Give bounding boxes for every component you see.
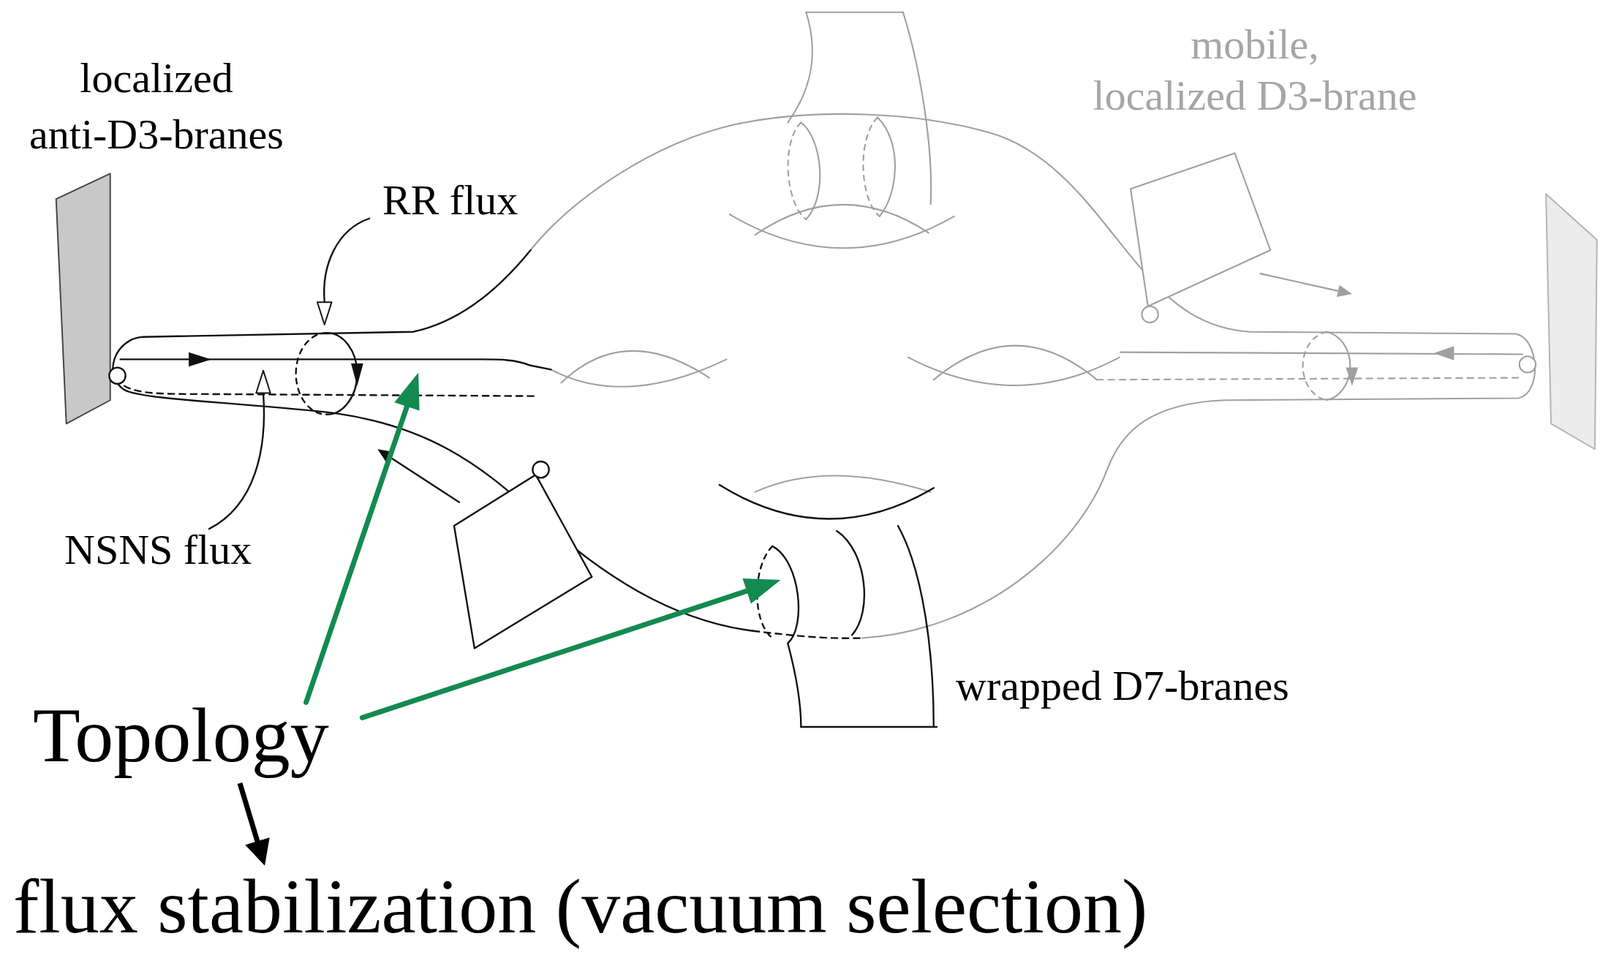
manifold-outline-far [862, 117, 879, 217]
green-pointer-arrow [394, 372, 420, 411]
annotation-label: wrapped D7-branes [955, 660, 1290, 712]
green-pointer-arrow [361, 590, 747, 718]
manifold-outline-far [1346, 367, 1359, 387]
manifold-outline-far [755, 204, 929, 235]
flow-arrow [239, 783, 264, 861]
manifold-outline-far [755, 476, 931, 493]
manifold-outline-far [1326, 331, 1350, 401]
label-line: localized D3-brane [1064, 70, 1445, 122]
manifold-outline-near [124, 386, 536, 397]
manifold-outline-far [530, 114, 1535, 639]
green-pointer-arrow [306, 372, 781, 719]
manifold-outline-near [323, 218, 370, 303]
manifold-outline-far [788, 122, 807, 221]
annotation-label: NSNS flux [64, 524, 252, 576]
manifold-outline-far [800, 122, 820, 221]
anti-d3-brane [56, 173, 111, 424]
manifold-outline-far [1141, 306, 1158, 323]
manifold-outline-near [188, 352, 212, 368]
annotation-label: mobile, localized D3-brane [1064, 19, 1445, 122]
text-node: flux stabilization (vacuum selection) [13, 862, 1148, 952]
annotation-label: localized anti-D3-branes [2, 49, 311, 163]
label-line: anti-D3-branes [2, 106, 311, 163]
manifold-outline-near [108, 367, 126, 384]
manifold-outline-far [729, 214, 955, 248]
node-text: flux stabilization (vacuum selection) [13, 862, 1148, 952]
manifold-outline-far [1130, 152, 1271, 306]
manifold-outline-far [1519, 356, 1536, 373]
label-line: localized [2, 49, 311, 107]
manifold-outline-near [454, 474, 592, 648]
manifold-outline-near [897, 525, 934, 727]
manifold-outline-far [805, 11, 904, 14]
manifold-outline-far [1259, 273, 1338, 292]
manifold-outline-near [351, 363, 364, 387]
manifold-outline-far [787, 12, 813, 123]
manifold-outline-far [560, 351, 709, 384]
green-pointer-arrow [742, 578, 781, 604]
green-pointer-arrow [306, 406, 408, 703]
manifold-outline-near [772, 546, 801, 727]
manifold-outline-far [1336, 285, 1353, 297]
manifold-outline-far [908, 357, 1120, 386]
node-text: Topology [32, 691, 330, 781]
manifold-outline-near [112, 250, 753, 632]
label-line: mobile, [1064, 19, 1445, 71]
manifold-outline-far [1096, 378, 1523, 381]
manifold-outline-far [1120, 352, 1523, 355]
manifold-outline-far [551, 359, 727, 387]
annotation-label: RR flux [382, 174, 518, 226]
manifold-outline-far [903, 12, 931, 205]
manifold-outline-near [532, 461, 549, 478]
manifold-outline-near [296, 332, 327, 415]
manifold-outline-far [530, 12, 1536, 639]
manifold-outline-far [1303, 331, 1327, 401]
manifold-outline-near [317, 302, 332, 325]
manifold-outline-far [933, 345, 1097, 381]
anti-d3-brane [1545, 193, 1598, 449]
manifold-outline-near [719, 484, 934, 519]
manifold-outline-near [120, 359, 552, 370]
manifold-outline-far [1434, 345, 1455, 361]
manifold-outline-near [108, 218, 937, 727]
manifold-outline-far [877, 117, 896, 217]
manifold-outline-near [326, 332, 358, 415]
manifold-outline-near [800, 726, 937, 728]
manifold-outline-near [836, 530, 865, 635]
manifold-outline-near [209, 392, 264, 529]
manifold-outline-near [255, 370, 271, 394]
manifold-outline-near [389, 457, 460, 503]
text-node: Topology [32, 691, 330, 781]
